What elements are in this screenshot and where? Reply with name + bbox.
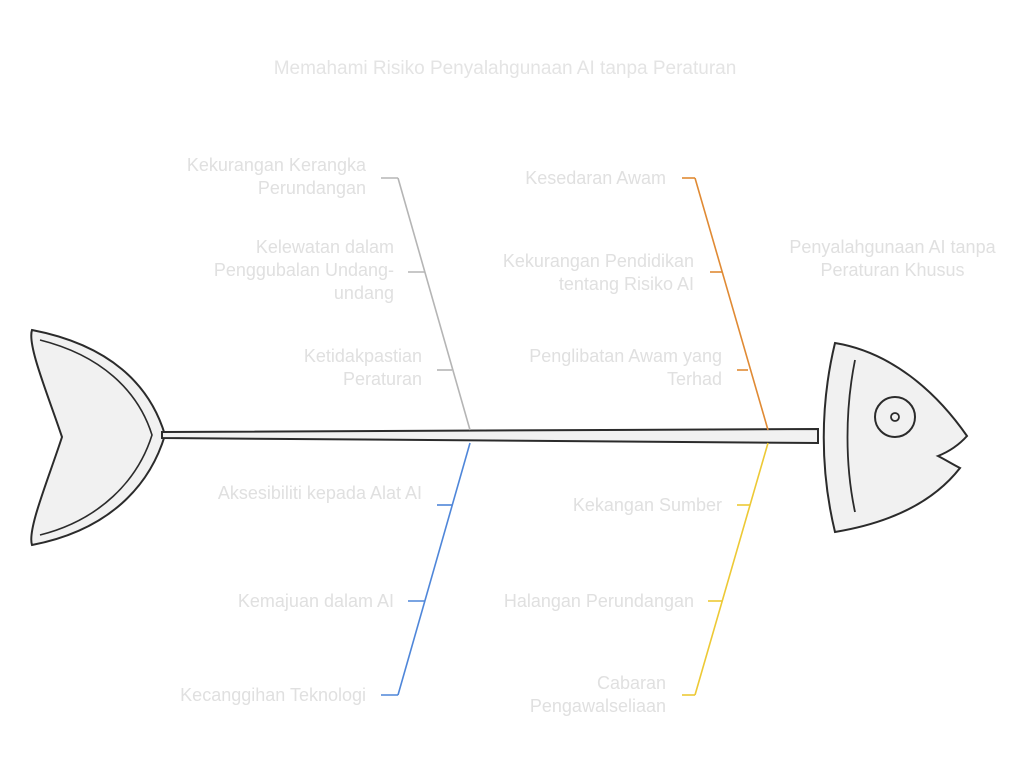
branch-bottom-left	[381, 442, 471, 696]
cause-label: Aksesibiliti kepada Alat AI	[217, 483, 422, 503]
fish-tail	[30, 328, 167, 547]
cause-label: Ketidakpastian Peraturan	[303, 346, 422, 389]
fish-spine	[161, 427, 819, 445]
branch-top-right	[682, 177, 769, 431]
diagram-title: Memahami Risiko Penyalahgunaan AI tanpa …	[273, 58, 737, 79]
fish-tail-inner	[39, 339, 153, 536]
branch-bottom-right	[682, 442, 769, 696]
fish-pupil	[890, 412, 900, 422]
cause-label: Kekurangan Pendidikan tentang Risiko AI	[502, 251, 694, 294]
branch-top-left	[381, 177, 471, 431]
cause-label: Kesedaran Awam	[525, 168, 666, 188]
cause-label: Kemajuan dalam AI	[237, 591, 394, 611]
fish-gill	[846, 359, 856, 513]
cause-label: Kekurangan Kerangka Perundangan	[186, 155, 366, 198]
head-label: Penyalahgunaan AI tanpa Peraturan Khusus	[789, 237, 996, 280]
cause-label: Kelewatan dalam Penggubalan Undang-undan…	[213, 237, 394, 303]
cause-label: Penglibatan Awam yang Terhad	[529, 346, 722, 389]
cause-label: Kekangan Sumber	[572, 495, 722, 515]
cause-label: Halangan Perundangan	[503, 591, 694, 611]
cause-label: Kecanggihan Teknologi	[180, 685, 366, 705]
cause-label: Cabaran Pengawalseliaan	[529, 673, 666, 716]
